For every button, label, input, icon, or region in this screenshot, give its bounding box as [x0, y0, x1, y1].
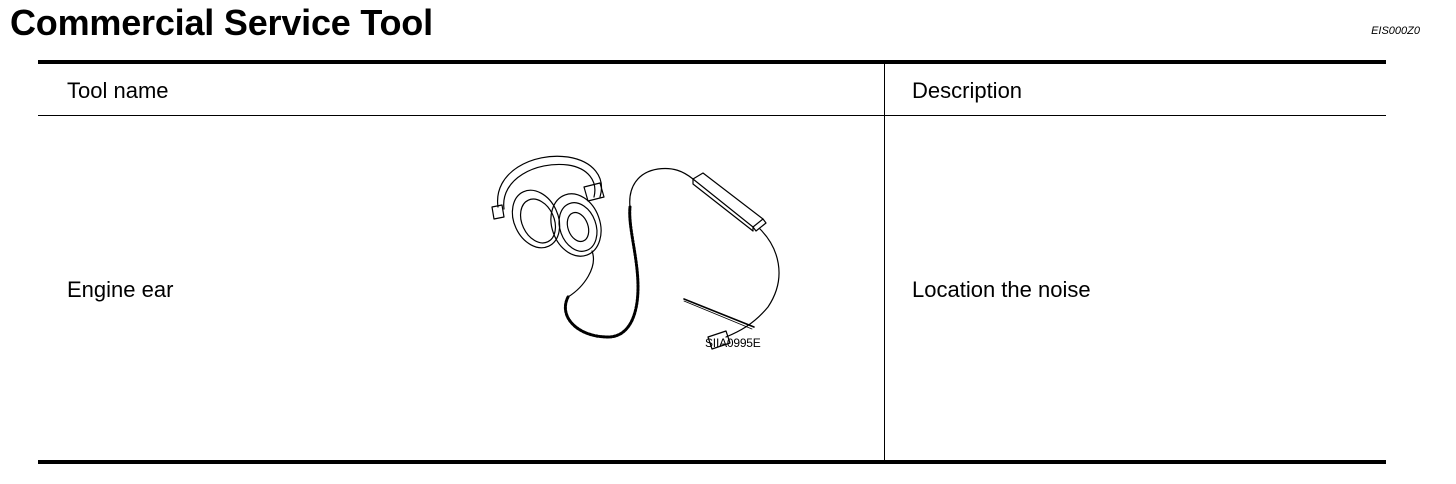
tool-name-cell: Engine ear	[67, 277, 174, 302]
header-description: Description	[912, 78, 1023, 103]
engine-ear-illustration	[491, 155, 780, 350]
column-divider	[884, 64, 885, 460]
header-divider	[38, 115, 1386, 116]
header-tool-name: Tool name	[67, 78, 169, 103]
description-cell: Location the noise	[912, 277, 1091, 302]
document-code: EIS000Z0	[1371, 25, 1420, 37]
figure-code: SIIA0995E	[705, 336, 761, 350]
page-title: Commercial Service Tool	[10, 2, 433, 43]
tool-table: Tool name Description Engine ear SII	[38, 60, 1386, 464]
